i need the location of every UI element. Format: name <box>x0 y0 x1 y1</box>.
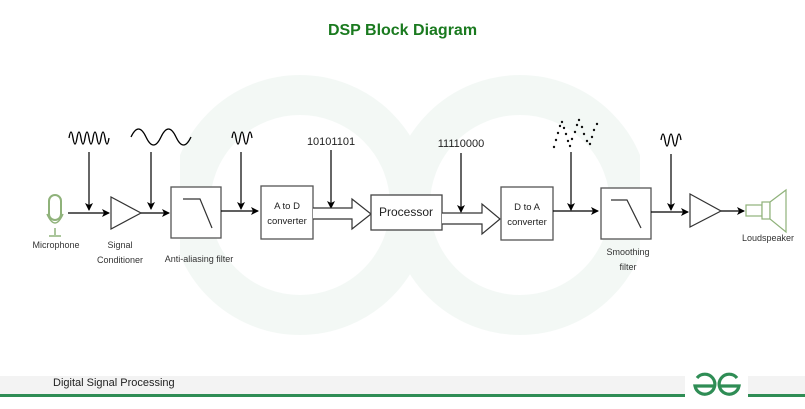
loudspeaker-icon <box>745 188 787 234</box>
a-to-d-label-1: A to D <box>274 201 300 212</box>
diagram-title: DSP Block Diagram <box>327 22 478 39</box>
dsp-block-diagram: Microphone Signal Conditioner Anti-alias… <box>32 118 794 272</box>
anti-aliasing-filter-block <box>170 186 222 239</box>
processor-label: Processor <box>379 205 433 219</box>
output-amplifier <box>689 192 723 228</box>
signal-conditioner-label-2: Conditioner <box>97 255 143 265</box>
footer-label: Digital Signal Processing <box>53 377 175 389</box>
conditioned-wave-icon <box>130 128 192 146</box>
a-to-d-converter-block <box>260 185 314 240</box>
geeksforgeeks-logo-icon <box>693 372 741 396</box>
digital-bus-arrow <box>442 202 501 236</box>
microphone-icon <box>46 194 64 237</box>
footer-bar-right <box>748 376 805 397</box>
processor-bits-label: 11110000 <box>438 138 485 150</box>
smoothed-wave-icon <box>660 133 682 147</box>
d-to-a-label-2: converter <box>507 217 547 228</box>
lowpass-filter-icon <box>183 198 213 229</box>
a-to-d-label-2: converter <box>267 216 307 227</box>
footer-bar <box>0 376 685 397</box>
smoothing-filter-block <box>600 187 652 240</box>
signal-conditioner-label-1: Signal <box>107 240 132 250</box>
sampled-signal-icon <box>552 118 599 149</box>
anti-aliasing-filter-label: Anti-aliasing filter <box>165 254 234 264</box>
d-to-a-converter-block <box>500 186 554 241</box>
filtered-wave-icon <box>231 131 253 145</box>
smoothing-filter-label-2: filter <box>619 262 636 272</box>
lowpass-filter-icon <box>611 199 642 229</box>
d-to-a-label-1: D to A <box>514 202 541 213</box>
loudspeaker-label: Loudspeaker <box>742 233 794 243</box>
smoothing-filter-label-1: Smoothing <box>606 247 649 257</box>
microphone-label: Microphone <box>32 240 79 250</box>
adc-bits-label: 10101101 <box>307 136 355 148</box>
signal-conditioner-amplifier <box>110 196 143 230</box>
processor-block <box>370 194 443 231</box>
analog-wave-icon <box>68 131 110 145</box>
digital-bus-arrow <box>313 197 372 231</box>
